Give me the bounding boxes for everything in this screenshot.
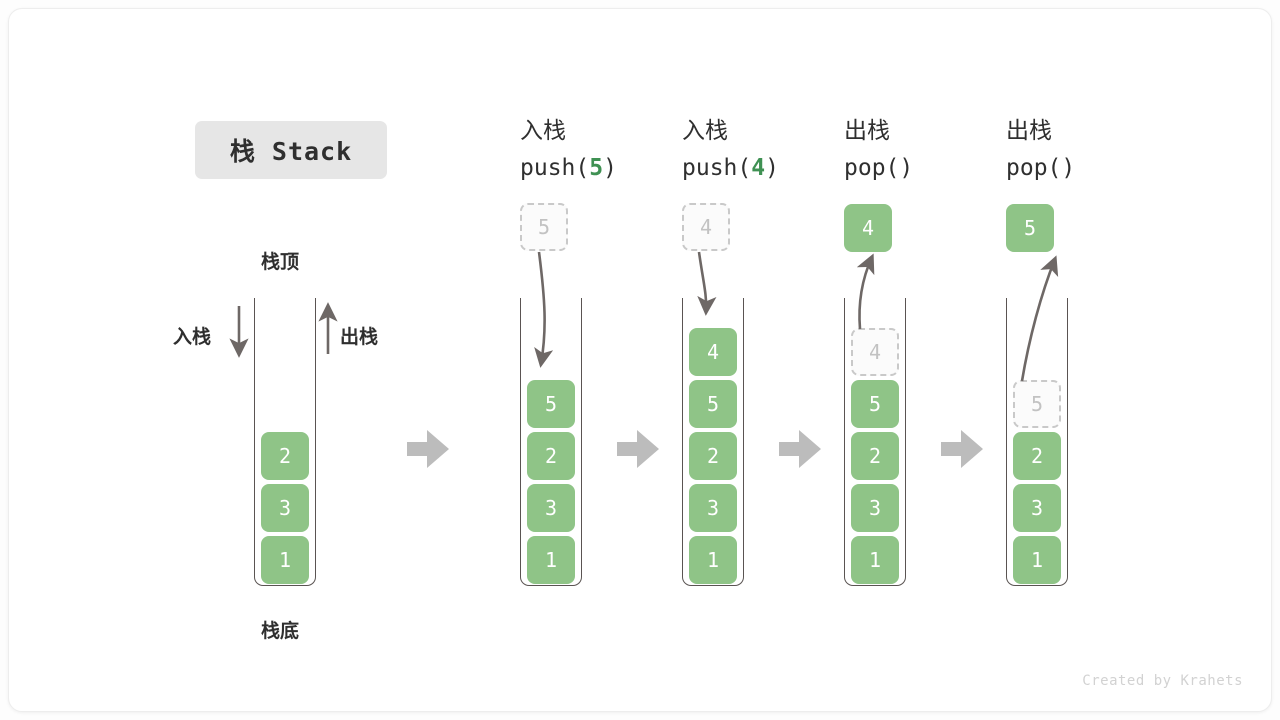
stack-cell: 2 [851,432,899,480]
title-badge: 栈 Stack [195,121,387,179]
header-code-prefix: pop( [1006,155,1062,181]
step-arrow-4-icon [941,430,983,468]
stack-cell-ghost: 4 [851,328,899,376]
column-header-push-5: 入栈 push(5) [520,113,617,187]
stack-cell: 4 [689,328,737,376]
stack-cell: 1 [261,536,309,584]
stack-top-label: 栈顶 [261,251,300,273]
stack-container-push-4 [682,298,744,586]
title-text: 栈 Stack [229,137,353,166]
column-header-push-4: 入栈 push(4) [682,113,779,187]
header-code-prefix: push( [520,155,590,181]
header-zh-pop-2: 出栈 [1006,118,1052,144]
stack-cell: 1 [689,536,737,584]
stack-cell: 2 [1013,432,1061,480]
floating-cell-push-5: 5 [520,203,568,251]
stack-bottom-label: 栈底 [261,620,300,642]
header-code-prefix: pop( [844,155,900,181]
column-header-pop-1: 出栈 pop() [844,113,913,187]
stack-container-pop-2 [1006,298,1068,586]
stack-cell: 3 [851,484,899,532]
header-code-push-4: push(4) [682,150,779,187]
header-zh-push-5: 入栈 [520,118,566,144]
header-code-arg: 4 [751,155,766,181]
arrows-overlay [229,251,1059,468]
stack-cell: 3 [527,484,575,532]
header-code-arg: 5 [589,155,604,181]
header-code-prefix: push( [682,155,752,181]
stack-cell: 2 [689,432,737,480]
stack-cell: 2 [527,432,575,480]
stack-cell: 3 [1013,484,1061,532]
stack-container-pop-1 [844,298,906,586]
diagram-card: 栈 Stack 入栈 push(5) 入栈 push(4) 出栈 pop() 出… [8,8,1272,712]
stack-cell: 3 [261,484,309,532]
column-header-pop-2: 出栈 pop() [1006,113,1075,187]
stack-container-push-5 [520,298,582,586]
stack-cell: 5 [689,380,737,428]
step-arrow-3-icon [779,430,821,468]
header-code-suffix: ) [603,155,617,181]
header-zh-pop-1: 出栈 [844,118,890,144]
stack-container-initial [254,298,316,586]
header-code-suffix: ) [1061,155,1076,181]
pop-direction-label: 出栈 [340,326,379,348]
header-code-suffix: ) [765,155,779,181]
stack-cell-ghost: 5 [1013,380,1061,428]
header-code-pop-1: pop() [844,150,913,187]
step-arrow-1-icon [407,430,449,468]
stack-cell: 5 [527,380,575,428]
push-direction-label: 入栈 [173,326,212,348]
header-zh-push-4: 入栈 [682,118,728,144]
header-code-suffix: ) [899,155,914,181]
header-code-push-5: push(5) [520,150,617,187]
floating-cell-pop-1: 4 [844,204,892,252]
step-arrow-2-icon [617,430,659,468]
credit-footer: Created by Krahets [1082,673,1243,689]
stack-cell: 1 [851,536,899,584]
floating-cell-push-4: 4 [682,203,730,251]
stack-cell: 1 [1013,536,1061,584]
floating-cell-pop-2: 5 [1006,204,1054,252]
stack-cell: 3 [689,484,737,532]
header-code-pop-2: pop() [1006,150,1075,187]
stack-cell: 2 [261,432,309,480]
stack-cell: 1 [527,536,575,584]
stack-cell: 5 [851,380,899,428]
